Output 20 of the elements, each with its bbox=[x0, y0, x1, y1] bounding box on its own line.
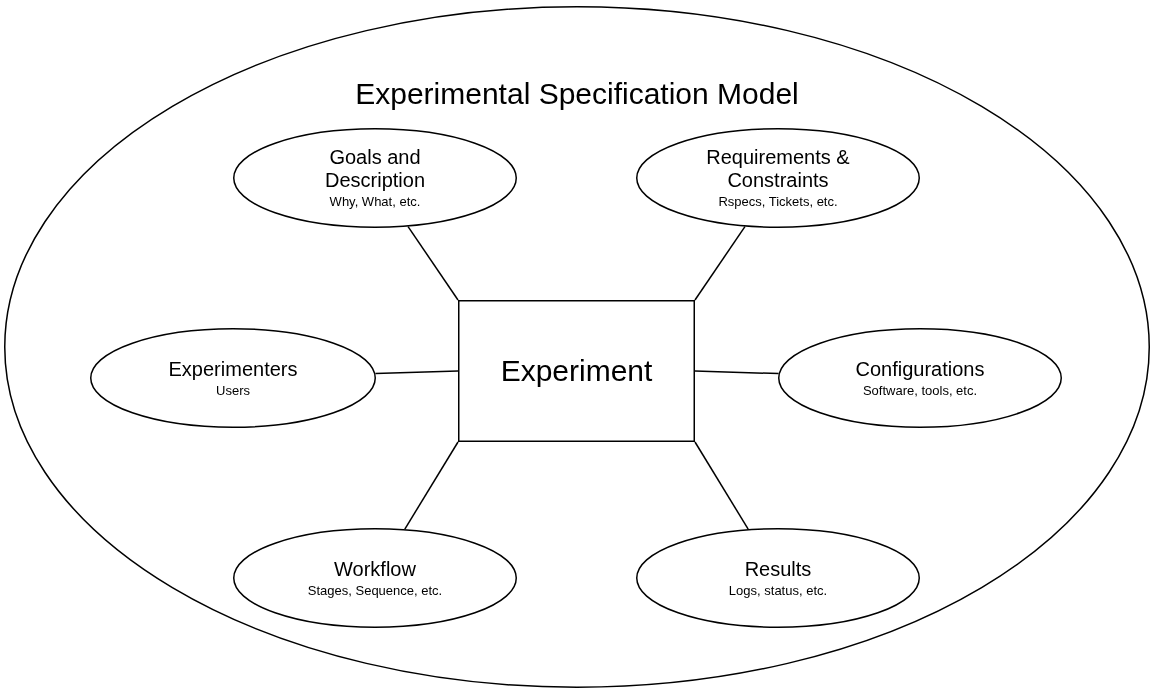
node-title: Experimental Specification Model bbox=[354, 76, 800, 112]
connector-line bbox=[404, 441, 459, 530]
connector-line bbox=[694, 225, 746, 301]
node-title: Results bbox=[744, 557, 812, 581]
node-subtitle: Why, What, etc. bbox=[329, 194, 421, 210]
node-subtitle: Logs, status, etc. bbox=[728, 582, 828, 599]
node-title: Goals and Description bbox=[323, 146, 426, 192]
node-title: Experimenters bbox=[168, 357, 298, 381]
node-subtitle: Stages, Sequence, etc. bbox=[307, 582, 443, 599]
connector-line bbox=[694, 370, 780, 375]
node-subtitle: Users bbox=[216, 382, 250, 399]
node-title: Workflow bbox=[334, 557, 416, 581]
node-subtitle: Rspecs, Tickets, etc. bbox=[718, 194, 838, 210]
connector-line bbox=[407, 225, 459, 301]
connector-line bbox=[694, 441, 749, 530]
node-title: Experiment bbox=[500, 354, 653, 388]
node-subtitle: Software, tools, etc. bbox=[862, 382, 978, 399]
connector-line bbox=[374, 370, 459, 375]
node-title: Configurations bbox=[855, 357, 985, 381]
node-title: Requirements & Constraints bbox=[705, 146, 851, 192]
